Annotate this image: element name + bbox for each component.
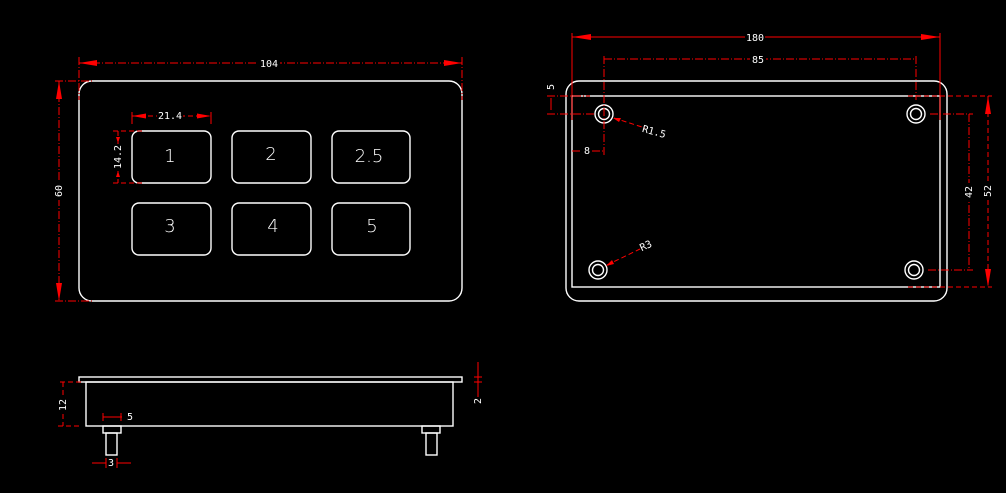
dimension-label: 2: [473, 398, 484, 404]
back-view: 180 85 5 8 R1.5: [546, 31, 994, 302]
key-3: [131, 202, 212, 256]
dimension-label: 180: [746, 33, 764, 44]
key-label: 5: [366, 216, 377, 237]
dimension-label: 3: [108, 458, 114, 469]
left-standoff-flange: [102, 425, 122, 434]
right-standoff-pin: [425, 432, 438, 456]
dimension-label: 5: [546, 84, 557, 90]
dimension-label: 52: [983, 185, 994, 197]
dimension-flange-width: 5: [102, 412, 133, 423]
key-2: [231, 130, 312, 184]
dimension-label: 21.4: [158, 111, 182, 122]
front-panel-outline: [78, 80, 463, 302]
key-4: [231, 202, 312, 256]
mounting-hole: [904, 260, 924, 280]
dimension-label: 12: [58, 399, 69, 411]
left-standoff-pin: [105, 432, 118, 456]
key-label: 4: [267, 216, 278, 237]
side-view: 12 2 5 3: [57, 362, 484, 469]
key-label: 3: [164, 216, 175, 237]
mounting-hole: [906, 104, 926, 124]
leader-r3: R3: [606, 239, 654, 266]
dimension-label: 85: [752, 55, 764, 66]
mounting-holes: [588, 104, 926, 280]
back-outer-outline: [565, 80, 948, 302]
dimension-body-height: 12: [57, 381, 83, 427]
front-view: 1 2 2.5 3 4 5 104 60: [53, 57, 463, 302]
right-standoff-flange: [421, 425, 441, 434]
dimension-hole-spacing-x: 85: [603, 53, 917, 155]
dimension-label: 5: [127, 412, 133, 423]
dimension-key-width: 21.4: [131, 110, 212, 124]
dimension-hole-spacing-y: 42: [928, 113, 975, 271]
dimension-width-104: 104: [78, 57, 463, 100]
dimension-hole-offset-y: 5: [546, 84, 594, 115]
key-label: 2: [265, 144, 276, 165]
dimension-key-height: 14.2: [112, 130, 145, 184]
dimension-plate-thickness: 2: [473, 362, 484, 404]
dimension-label: 14.2: [113, 145, 124, 169]
body: [85, 381, 454, 427]
dimension-hole-offset-x: 8: [572, 146, 604, 157]
mounting-hole: [588, 260, 608, 280]
dimension-label: 104: [260, 59, 278, 70]
dimension-label: R1.5: [641, 124, 667, 141]
dimension-label: 8: [584, 146, 590, 157]
dimension-height-60: 60: [53, 80, 92, 302]
dimension-label: 42: [964, 186, 975, 198]
dimension-pin-width: 3: [92, 458, 131, 469]
top-plate: [78, 376, 463, 383]
key-5: [331, 202, 411, 256]
leader-r1-5: R1.5: [613, 117, 667, 141]
dimension-inner-height: 52: [908, 95, 994, 288]
key-2-5: [331, 130, 411, 184]
key-1: [131, 130, 212, 184]
key-label: 2.5: [355, 146, 384, 167]
key-grid: 1 2 2.5 3 4 5: [131, 130, 411, 256]
dimension-width-180: 180: [571, 31, 941, 120]
back-inner-outline: [571, 95, 941, 288]
key-label: 1: [164, 146, 175, 167]
dimension-label: R3: [638, 239, 654, 254]
dimension-label: 60: [54, 185, 65, 197]
